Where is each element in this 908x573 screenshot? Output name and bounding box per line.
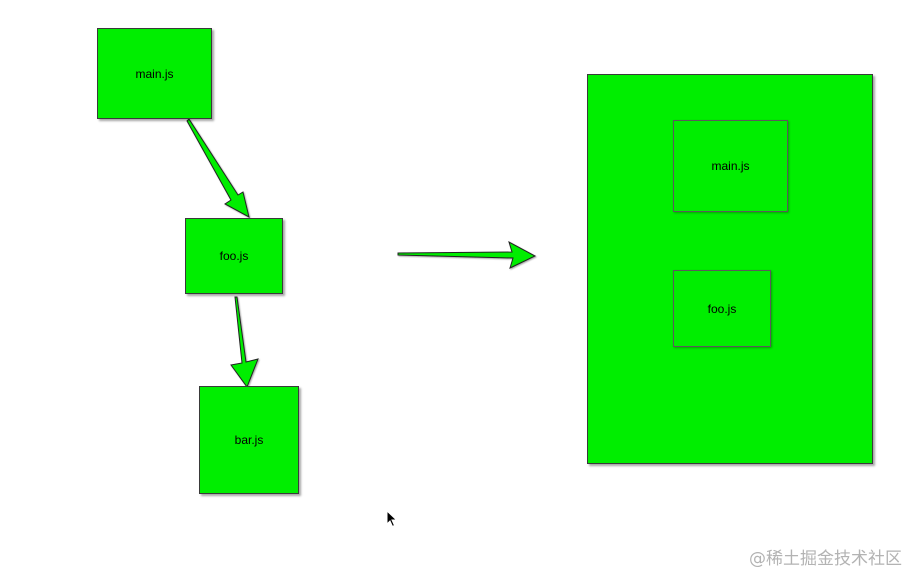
node-main-js: main.js bbox=[97, 28, 212, 119]
watermark: @稀土掘金技术社区 bbox=[749, 549, 902, 569]
bundle-node-foo-js: foo.js bbox=[673, 270, 771, 347]
arrow-foo-to-bar bbox=[230, 296, 259, 389]
bundle-node-main-js-label: main.js bbox=[711, 159, 750, 173]
bundle-container: main.js foo.js bbox=[587, 74, 873, 464]
node-bar-js-label: bar.js bbox=[234, 433, 264, 447]
arrow-main-to-foo bbox=[186, 118, 250, 218]
arrow-bundle bbox=[397, 240, 537, 269]
bundle-node-main-js: main.js bbox=[673, 120, 788, 212]
node-foo-js-label: foo.js bbox=[219, 249, 249, 263]
mouse-cursor-icon bbox=[386, 509, 398, 533]
node-main-js-label: main.js bbox=[135, 66, 174, 81]
bundle-node-foo-js-label: foo.js bbox=[707, 301, 737, 316]
node-bar-js: bar.js bbox=[199, 386, 299, 494]
node-foo-js: foo.js bbox=[185, 218, 283, 294]
